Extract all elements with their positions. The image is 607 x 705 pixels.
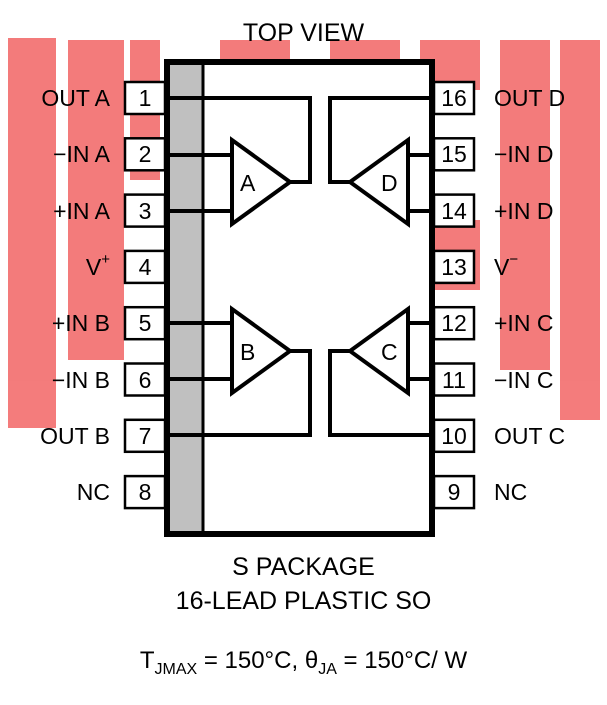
pin-label-text: +IN A	[53, 197, 110, 224]
watermark-bar	[560, 40, 600, 420]
pin-label: +IN C	[494, 309, 553, 337]
pin-number: 14	[441, 197, 467, 224]
pin-label-text: −IN C	[494, 366, 554, 393]
pin-number: 15	[441, 141, 467, 168]
pin-2-box	[123, 137, 167, 172]
tjmax-symbol: T	[139, 647, 155, 674]
amplifier-c-label: C	[381, 339, 398, 365]
pin-label-text: V	[85, 253, 102, 280]
amplifier-symbols	[230, 136, 410, 397]
pin-label-text: OUT C	[494, 422, 566, 449]
pin-label: OUT C	[494, 422, 565, 450]
pin-label-text: −IN A	[53, 141, 110, 168]
pin-16-box	[432, 80, 476, 116]
wire-out-a	[167, 96, 312, 184]
pin-number: 13	[441, 253, 467, 280]
pin-label: V−	[494, 251, 519, 281]
thermal-formula: TJMAX = 150°C, θJA = 150°C/ W	[0, 646, 607, 679]
pin-number: 2	[138, 141, 152, 168]
pin-label: NC	[494, 478, 527, 506]
wire-out-b	[167, 349, 312, 437]
package-name: S PACKAGE	[232, 553, 375, 581]
pin-3-box	[123, 193, 167, 228]
pin-label-superscript: −	[509, 251, 519, 269]
pin-label: NC	[0, 478, 110, 506]
watermark-bar	[500, 40, 550, 370]
pin-number: 11	[442, 366, 466, 393]
amplifier-b-triangle	[230, 305, 294, 397]
pin-number: 9	[447, 479, 461, 506]
wire-out-d	[328, 96, 432, 184]
pin-label-text: −IN B	[51, 366, 110, 393]
amplifier-d-triangle	[346, 136, 410, 228]
pin-15-box	[432, 137, 476, 172]
pin-label-text: +IN C	[494, 310, 554, 337]
pin-label-text: NC	[494, 479, 528, 506]
pin-label: OUT D	[494, 84, 565, 112]
pin-boxes	[123, 80, 476, 510]
amplifier-c-triangle	[346, 305, 410, 397]
pin-label-text: −IN D	[494, 141, 554, 168]
pin-label: +IN B	[0, 309, 110, 337]
tjmax-subscript: JMAX	[154, 661, 198, 678]
pin-1-box	[123, 80, 167, 116]
amplifier-b-label: B	[240, 339, 256, 365]
pin-label: OUT B	[0, 422, 110, 450]
pin-13-box	[432, 249, 476, 285]
pin-number: 7	[138, 422, 152, 449]
wire-out-c	[328, 349, 432, 437]
pin-8-box	[123, 474, 167, 510]
pin-number: 4	[138, 253, 152, 280]
amplifier-a-triangle	[230, 136, 294, 228]
amplifier-d-label: D	[381, 170, 398, 196]
theta-symbol: θ	[304, 647, 319, 674]
pin-6-box	[123, 362, 167, 397]
package-body	[164, 59, 435, 537]
package-description: 16-LEAD PLASTIC SO	[175, 587, 432, 615]
pin-label-text: OUT D	[494, 85, 566, 111]
pin-label: −IN A	[0, 140, 110, 168]
pin-4-box	[123, 249, 167, 285]
pin-label: +IN A	[0, 197, 110, 225]
pin-label-text: +IN D	[494, 197, 554, 224]
pin-number: 3	[138, 197, 152, 224]
pin-7-box	[123, 418, 167, 454]
pin-12-box	[432, 305, 476, 341]
amplifier-a-label: A	[240, 170, 256, 196]
watermark-bar	[68, 40, 124, 360]
pin-label: −IN C	[494, 366, 553, 394]
theta-value: = 150°C/ W	[336, 647, 468, 674]
tjmax-value: = 150°C,	[197, 647, 305, 674]
pin-label: −IN D	[494, 140, 553, 168]
pin-number: 10	[441, 422, 467, 449]
pin-label-text: V	[494, 253, 510, 280]
view-title: TOP VIEW	[242, 19, 365, 47]
pin-14-box	[432, 193, 476, 228]
pin-9-box	[432, 474, 476, 510]
pin-number: 1	[138, 85, 152, 111]
pin-number: 16	[441, 85, 467, 111]
pin-label: OUT A	[0, 84, 110, 112]
pin-label: −IN B	[0, 366, 110, 394]
pin-5-box	[123, 305, 167, 341]
pin-number: 12	[441, 310, 467, 337]
theta-subscript: JA	[318, 661, 337, 678]
pin-number: 5	[138, 310, 152, 337]
pin-number: 8	[138, 479, 152, 506]
internal-wiring	[167, 96, 432, 437]
pin-label-text: NC	[76, 479, 110, 506]
watermark-bar	[8, 38, 56, 428]
pin-label: +IN D	[494, 197, 553, 225]
pin-10-box	[432, 418, 476, 454]
die-strip	[170, 65, 203, 531]
pin-label-superscript: +	[101, 251, 110, 269]
pin-label-text: OUT A	[41, 85, 110, 111]
pin-label: V+	[0, 251, 110, 281]
pin-label-text: OUT B	[40, 422, 110, 449]
pin-11-box	[432, 362, 476, 397]
pin-number: 6	[138, 366, 152, 393]
pin-label-text: +IN B	[51, 310, 110, 337]
